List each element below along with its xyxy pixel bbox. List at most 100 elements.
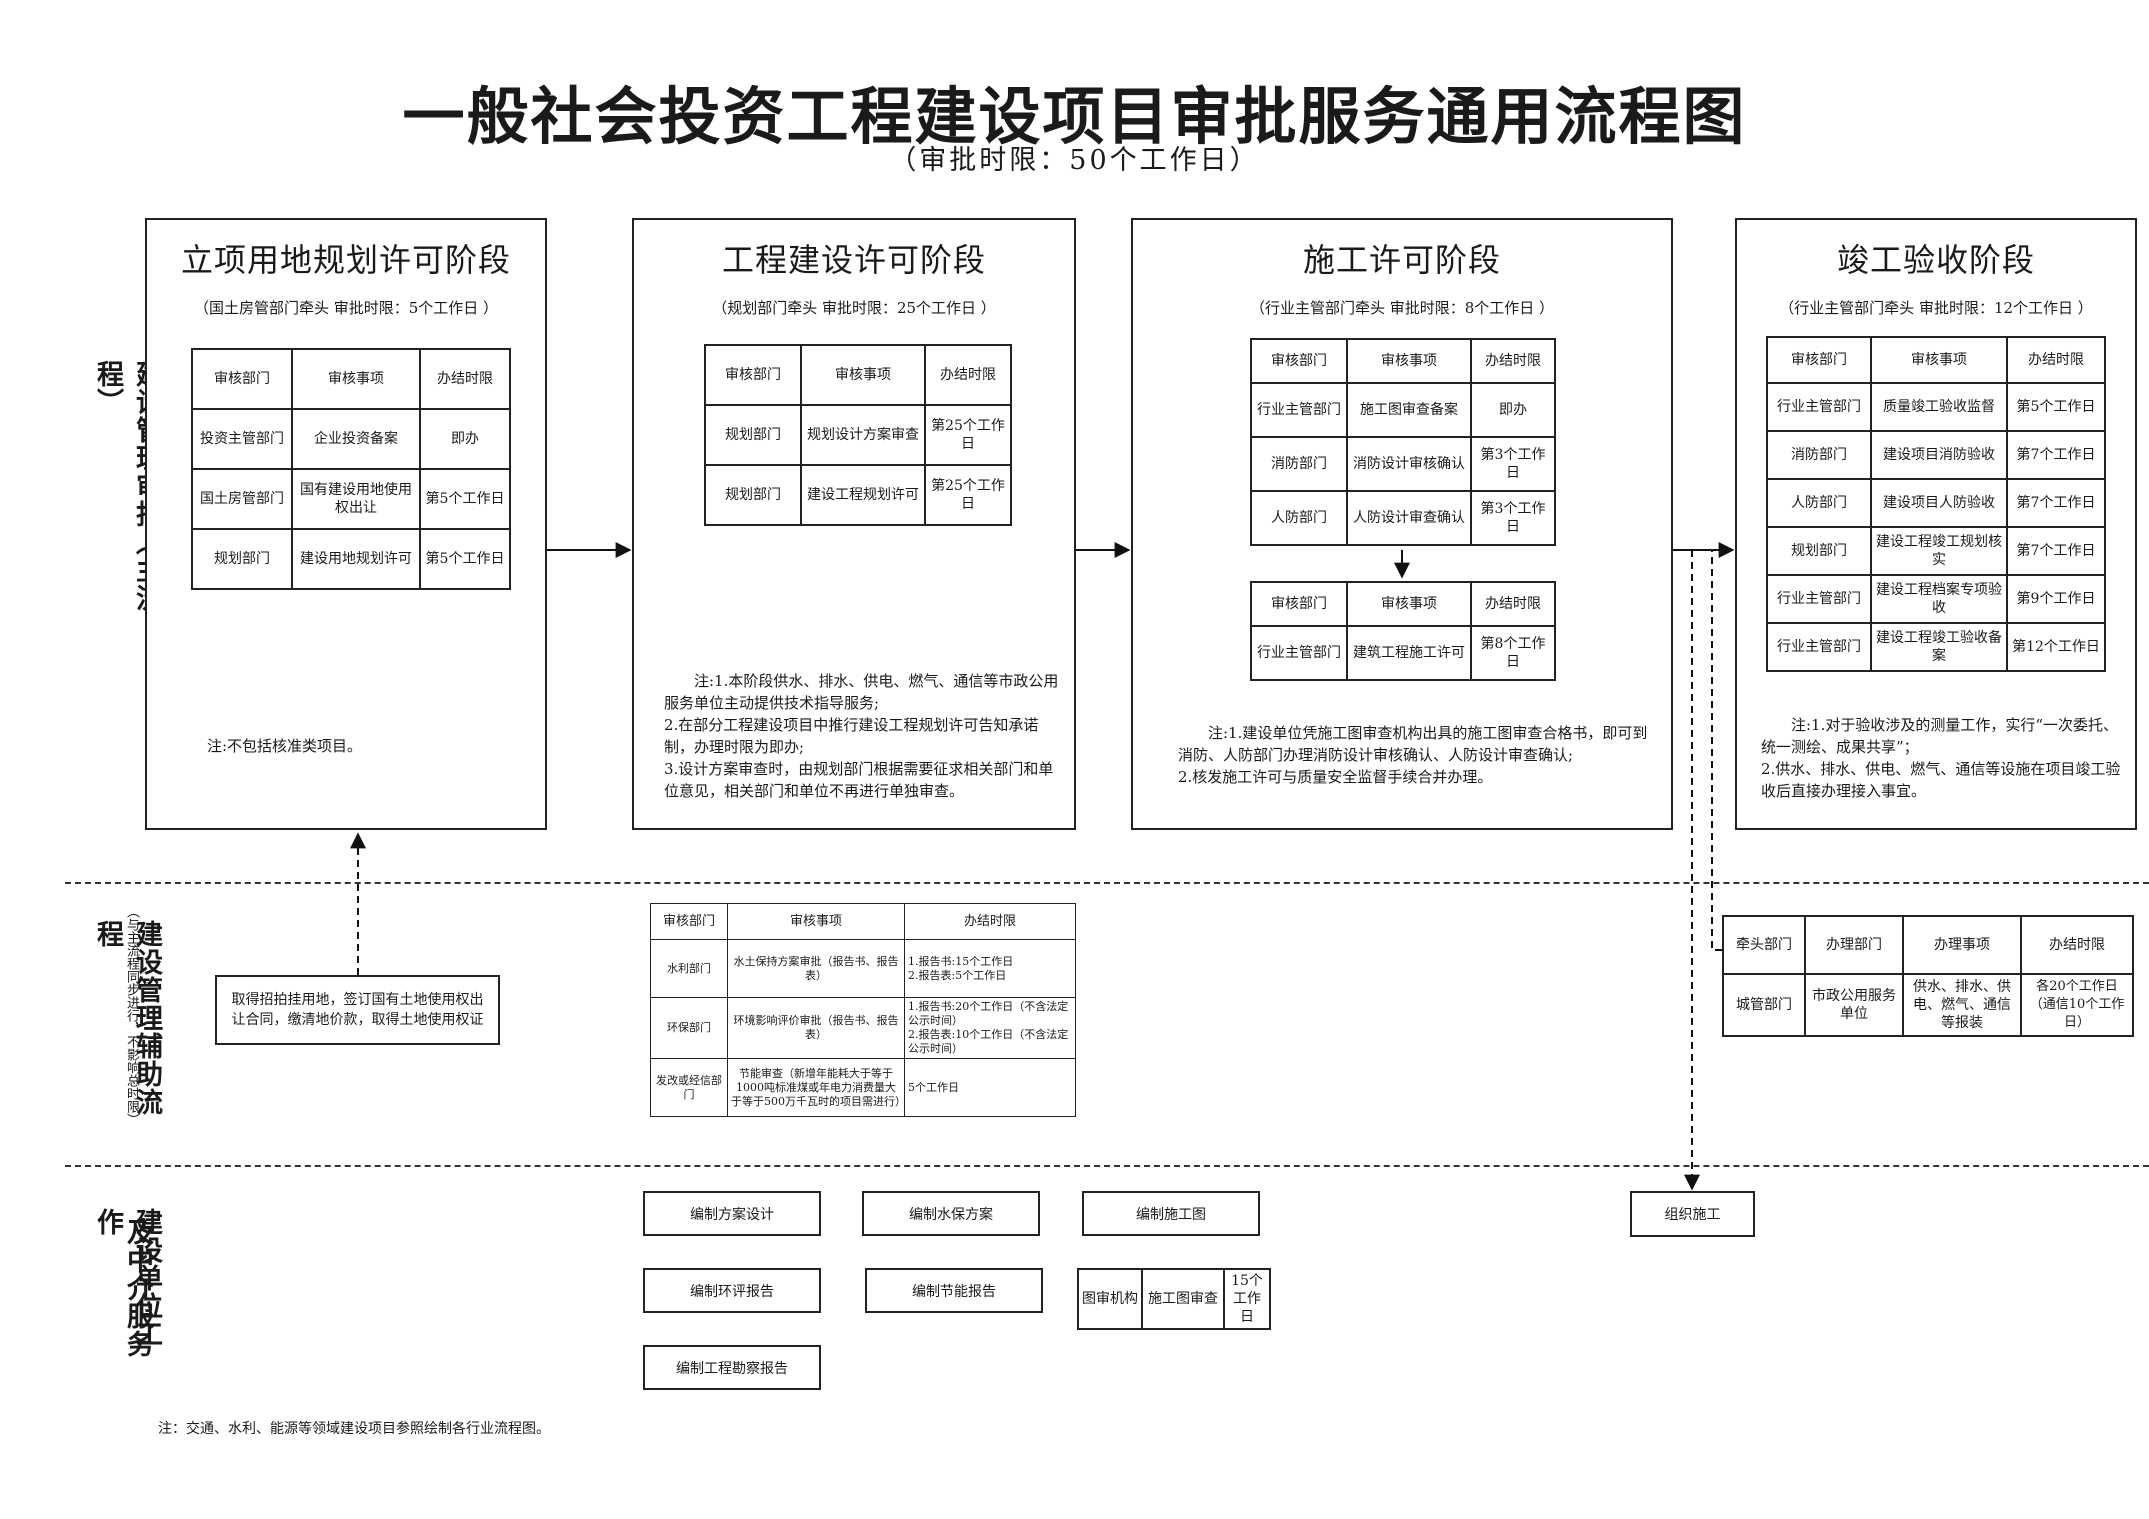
stage-subtitle: （行业主管部门牵头 审批时限：12个工作日 ） <box>1779 299 2093 317</box>
header-item: 审核事项 <box>1346 581 1472 627</box>
cell-deadline: 第5个工作日 <box>419 468 511 530</box>
cell-item: 建设用地规划许可 <box>291 528 421 590</box>
cell-item: 建筑工程施工许可 <box>1346 625 1472 681</box>
cell-deadline: 即办 <box>1470 382 1556 438</box>
cell-item: 节能审查（新增年能耗大于等于1000吨标准煤或年电力消费量大于等于500万千瓦时… <box>727 1058 906 1117</box>
stage-note: 注:不包括核准类项目。 <box>207 737 363 755</box>
cell-deadline: 5个工作日 <box>904 1058 1076 1117</box>
cell-dept: 行业主管部门 <box>1766 574 1872 624</box>
unit-box-survey-report: 编制工程勘察报告 <box>643 1345 821 1390</box>
review-item: 施工图审查 <box>1141 1268 1225 1330</box>
cell-deadline: 第3个工作日 <box>1470 436 1556 492</box>
cell-deadline: 1.报告书:20个工作日（不含法定公示时间） 2.报告表:10个工作日（不含法定… <box>904 997 1076 1059</box>
stage-table: 审核部门 审核事项 办结时限 规划部门 规划设计方案审查 第25个工作日 规划部… <box>704 344 1012 526</box>
cell-item: 供水、排水、供电、燃气、通信等报装 <box>1902 973 2022 1037</box>
cell-item: 环境影响评价审批（报告书、报告表） <box>727 997 905 1059</box>
cell-dept: 消防部门 <box>1250 436 1348 492</box>
header-deadline: 办结时限 <box>1470 338 1556 384</box>
separator-aux-unit <box>65 1165 2149 1167</box>
cell-item: 建设项目人防验收 <box>1870 478 2008 528</box>
cell-dept: 规划部门 <box>704 404 802 466</box>
drawing-review-table: 图审机构 施工图审查 15个工作日 <box>1077 1268 1271 1330</box>
stage-note: 注:1.本阶段供水、排水、供电、燃气、通信等市政公用服务单位主动提供技术指导服务… <box>664 672 1059 800</box>
header-item: 审核事项 <box>291 348 421 410</box>
page-title: 一般社会投资工程建设项目审批服务通用流程图 <box>402 80 1747 153</box>
stage-title: 竣工验收阶段 <box>1836 241 2035 279</box>
cell-deadline: 第12个工作日 <box>2006 622 2106 672</box>
stage-note: 注:1.对于验收涉及的测量工作，实行“一次委托、统一测绘、成果共享”； 2.供水… <box>1761 716 2121 800</box>
organize-construction-box: 组织施工 <box>1630 1191 1755 1237</box>
stage-table: 审核部门 审核事项 办结时限 投资主管部门 企业投资备案 即办 国土房管部门 国… <box>191 348 511 590</box>
header-dept: 审核部门 <box>191 348 293 410</box>
cell-dept: 行业主管部门 <box>1766 622 1872 672</box>
cell-lead: 城管部门 <box>1722 973 1806 1037</box>
aux-utility-table: 牵头部门 办理部门 办理事项 办结时限 城管部门 市政公用服务单位 供水、排水、… <box>1722 915 2134 1037</box>
aux-approval-table: 审核部门 审核事项 办结时限 水利部门 水土保持方案审批（报告书、报告表） 1.… <box>650 903 1076 1117</box>
cell-handler: 市政公用服务单位 <box>1804 973 1904 1037</box>
cell-deadline: 第8个工作日 <box>1470 625 1556 681</box>
cell-deadline: 第9个工作日 <box>2006 574 2106 624</box>
cell-deadline: 各20个工作日 （通信10个工作日） <box>2020 973 2134 1037</box>
unit-box-scheme-design: 编制方案设计 <box>643 1191 821 1236</box>
stage-table: 审核部门 审核事项 办结时限 行业主管部门 施工图审查备案 即办 消防部门 消防… <box>1250 338 1556 546</box>
stage-title: 立项用地规划许可阶段 <box>180 241 511 279</box>
header-deadline: 办结时限 <box>924 344 1012 406</box>
header-item: 审核事项 <box>1870 336 2008 384</box>
footer-note: 注：交通、水利、能源等领域建设项目参照绘制各行业流程图。 <box>158 1421 550 1437</box>
cell-deadline: 1.报告书:15个工作日 2.报告表:5个工作日 <box>904 939 1076 998</box>
cell-dept: 投资主管部门 <box>191 408 293 470</box>
cell-deadline: 第7个工作日 <box>2006 526 2106 576</box>
cell-item: 建设工程竣工验收备案 <box>1870 622 2008 672</box>
cell-dept: 消防部门 <box>1766 430 1872 480</box>
cell-deadline: 第7个工作日 <box>2006 430 2106 480</box>
review-deadline: 15个工作日 <box>1223 1268 1271 1330</box>
line-utility-to-stage4 <box>1711 549 1733 951</box>
unit-box-eia-report: 编制环评报告 <box>643 1268 821 1313</box>
review-agency: 图审机构 <box>1077 1268 1143 1330</box>
stage-table: 审核部门 审核事项 办结时限 行业主管部门 质量竣工验收监督 第5个工作日 消防… <box>1766 336 2106 672</box>
cell-deadline: 第25个工作日 <box>924 404 1012 466</box>
cell-deadline: 即办 <box>419 408 511 470</box>
cell-dept: 国土房管部门 <box>191 468 293 530</box>
cell-item: 建设项目消防验收 <box>1870 430 2008 480</box>
cell-dept: 规划部门 <box>704 464 802 526</box>
cell-deadline: 第25个工作日 <box>924 464 1012 526</box>
row-label-aux-note: （与主流程同步进行，不影响总时限） <box>124 905 139 1126</box>
cell-dept: 行业主管部门 <box>1766 382 1872 432</box>
separator-main-aux <box>65 882 2149 884</box>
cell-deadline: 第5个工作日 <box>2006 382 2106 432</box>
stage-construction-permit: 工程建设许可阶段 （规划部门牵头 审批时限：25个工作日 ） 审核部门 审核事项… <box>632 218 1076 830</box>
unit-box-soil-water-plan: 编制水保方案 <box>862 1191 1040 1236</box>
stage-construction-license: 施工许可阶段 （行业主管部门牵头 审批时限：8个工作日 ） 审核部门 审核事项 … <box>1131 218 1673 830</box>
cell-dept: 规划部门 <box>191 528 293 590</box>
header-item: 审核事项 <box>800 344 926 406</box>
cell-deadline: 第3个工作日 <box>1470 490 1556 546</box>
cell-item: 质量竣工验收监督 <box>1870 382 2008 432</box>
stage-subtitle: （规划部门牵头 审批时限：25个工作日 ） <box>712 299 996 317</box>
page-subtitle: （审批时限：50个工作日） <box>889 145 1260 176</box>
header-dept: 审核部门 <box>1250 338 1348 384</box>
cell-item: 消防设计审核确认 <box>1346 436 1472 492</box>
row-label-unit-1: 建设单位工作 <box>92 1208 162 1348</box>
header-lead: 牵头部门 <box>1722 915 1806 975</box>
cell-item: 施工图审查备案 <box>1346 382 1472 438</box>
cell-dept: 环保部门 <box>650 997 728 1059</box>
cell-item: 建设工程档案专项验收 <box>1870 574 2008 624</box>
cell-dept: 人防部门 <box>1766 478 1872 528</box>
header-item: 审核事项 <box>1346 338 1472 384</box>
header-deadline: 办结时限 <box>419 348 511 410</box>
header-item: 办理事项 <box>1902 915 2022 975</box>
cell-dept: 行业主管部门 <box>1250 625 1348 681</box>
unit-box-construction-drawings: 编制施工图 <box>1082 1191 1260 1236</box>
header-dept: 审核部门 <box>650 903 728 940</box>
cell-deadline: 第7个工作日 <box>2006 478 2106 528</box>
stage-subtitle: （国土房管部门牵头 审批时限：5个工作日 ） <box>193 299 499 317</box>
cell-dept: 人防部门 <box>1250 490 1348 546</box>
cell-dept: 行业主管部门 <box>1250 382 1348 438</box>
stage-subtitle: （行业主管部门牵头 审批时限：8个工作日 ） <box>1249 299 1555 317</box>
cell-item: 企业投资备案 <box>291 408 421 470</box>
header-deadline: 办结时限 <box>904 903 1076 940</box>
stage-note: 注:1.建设单位凭施工图审查机构出具的施工图审查合格书，即可到消防、人防部门办理… <box>1178 724 1648 786</box>
cell-dept: 规划部门 <box>1766 526 1872 576</box>
